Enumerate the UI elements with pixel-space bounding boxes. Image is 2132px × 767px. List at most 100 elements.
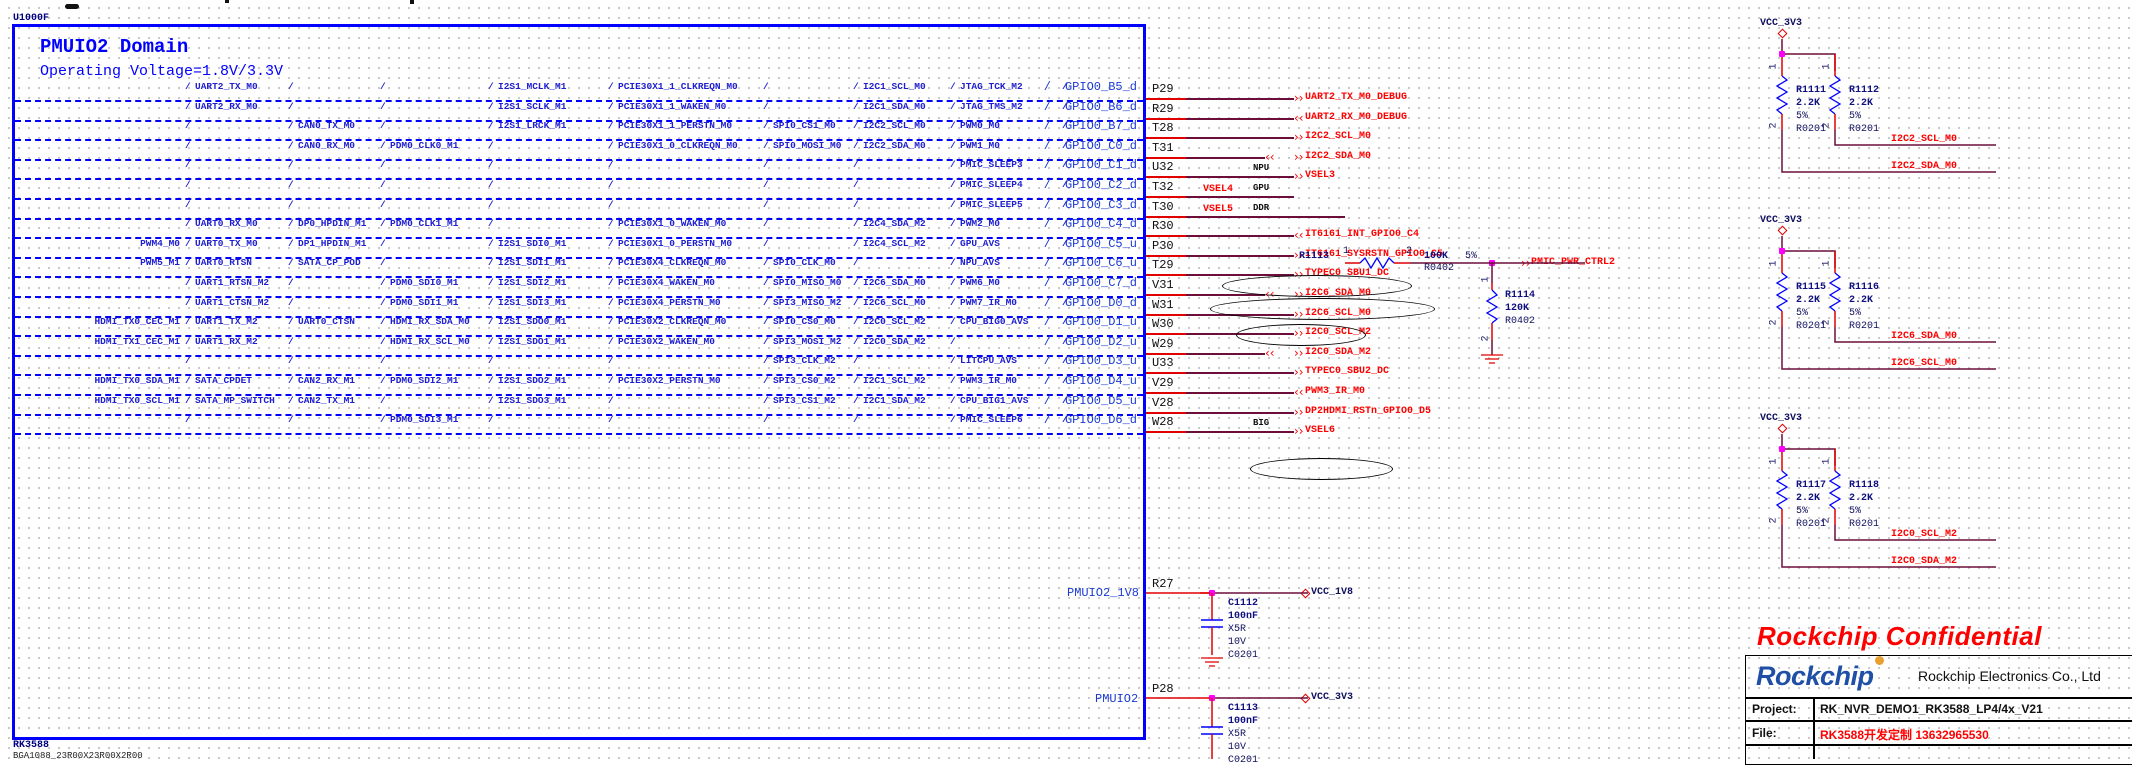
port-out-arrow-icon: ›› — [1294, 345, 1304, 360]
net-wire[interactable] — [1186, 431, 1294, 434]
pin-function: PCIE30X1_0_WAKEN_M0 — [618, 218, 727, 230]
resistor-package: R0201 — [1849, 519, 1880, 530]
resistor-package: R0201 — [1849, 321, 1880, 332]
pin-function: I2C1_SDA_M0 — [863, 100, 926, 112]
function-separator: / — [380, 375, 386, 386]
net-label[interactable]: IT6161_INT_GPIO0_C4 — [1305, 229, 1420, 241]
pin-stub — [1146, 274, 1186, 277]
net-wire[interactable] — [1186, 235, 1294, 238]
net-label[interactable]: VSEL6 — [1305, 425, 1336, 437]
function-separator: / — [853, 414, 859, 426]
net-wire[interactable] — [1186, 117, 1294, 120]
highlight-ellipse — [1236, 324, 1366, 346]
net-label[interactable]: TYPEC0_SBU1_DC — [1305, 268, 1390, 280]
net-label[interactable]: PWM3_IR_M0 — [1305, 386, 1366, 397]
power-net-label[interactable]: VCC_3V3 — [1760, 215, 1803, 226]
net-wire[interactable] — [1186, 156, 1265, 159]
pin-function: PWM7_IR_M0 — [960, 296, 1018, 308]
function-separator: / — [763, 296, 769, 308]
function-separator: / — [1043, 374, 1051, 388]
function-separator: / — [488, 296, 494, 308]
net-wire[interactable] — [1186, 411, 1294, 414]
function-separator: / — [1043, 197, 1051, 212]
net-wire[interactable] — [1186, 137, 1294, 140]
function-separator: / — [488, 218, 494, 230]
function-separator: / — [1062, 100, 1068, 112]
net-label[interactable]: PMIC_PWR_CTRL2 — [1531, 257, 1616, 268]
ball-number: W30 — [1152, 317, 1174, 332]
net-label[interactable]: I2C2_SDA_M0 — [1305, 150, 1372, 162]
net-label[interactable]: DP2HDMI_RSTn_GPIO0_D5 — [1305, 405, 1432, 417]
net-wire[interactable] — [1186, 254, 1294, 257]
pin-function: SATA_CPDET — [195, 375, 253, 386]
net-label[interactable]: I2C0_SDA_M2 — [1891, 556, 1958, 567]
net-wire[interactable] — [1186, 392, 1294, 394]
function-separator: / — [288, 375, 294, 386]
net-label[interactable]: I2C2_SDA_M0 — [1891, 161, 1958, 172]
net-wire[interactable] — [1186, 176, 1294, 179]
net-label[interactable]: I2C2_SCL_M0 — [1891, 134, 1958, 145]
function-separator: / — [950, 159, 956, 171]
pin-function: UART2_RX_M0 — [195, 100, 258, 112]
capacitor-voltage: 10V — [1228, 637, 1247, 648]
net-wire[interactable] — [1186, 196, 1294, 198]
function-separator: / — [763, 159, 769, 171]
function-separator: / — [288, 139, 294, 151]
pin-function: PWM4_M0 — [140, 237, 180, 249]
net-wire[interactable] — [1186, 274, 1294, 277]
gpio-pin-name: GPIO0_D5_u — [1064, 393, 1137, 408]
function-separator: / — [185, 179, 191, 190]
function-separator: / — [488, 394, 494, 406]
net-wire[interactable] — [1186, 294, 1265, 296]
net-label[interactable]: I2C0_SDA_M2 — [1305, 346, 1372, 358]
net-wire[interactable] — [1186, 215, 1345, 218]
net-label[interactable]: VSEL3 — [1305, 170, 1336, 182]
net-label[interactable]: UART2_RX_M0_DEBUG — [1305, 111, 1408, 123]
power-net-label[interactable]: VCC_1V8 — [1311, 587, 1354, 598]
resistor-tol: 5% — [1849, 506, 1862, 517]
function-separator: / — [608, 139, 614, 151]
net-label[interactable]: IT6161_SYSRSTN_GPIO0_C5 — [1305, 248, 1444, 260]
row-separator — [15, 139, 1143, 142]
function-separator: / — [1062, 296, 1068, 308]
function-separator: / — [288, 159, 294, 171]
gpio-pin-name: GPIO0_B5_d — [1064, 80, 1137, 94]
net-label[interactable]: I2C6_SCL_M0 — [1891, 358, 1958, 369]
pin-function: UART1_TX_M2 — [195, 316, 258, 328]
function-separator: / — [1062, 81, 1068, 92]
net-wire[interactable] — [1186, 352, 1265, 355]
function-separator: / — [185, 139, 191, 151]
net-label[interactable]: I2C2_SCL_M0 — [1305, 131, 1372, 143]
net-label[interactable]: UART2_TX_M0_DEBUG — [1305, 92, 1408, 103]
power-net-label[interactable]: VCC_3V3 — [1760, 413, 1803, 424]
net-wire[interactable] — [1186, 372, 1294, 375]
capacitor-package: C0201 — [1228, 755, 1259, 766]
net-label[interactable]: I2C0_SCL_M2 — [1891, 529, 1958, 540]
ball-number: U33 — [1152, 356, 1174, 371]
net-wire[interactable] — [1186, 98, 1294, 100]
chip-symbol-body[interactable] — [12, 24, 1146, 740]
power-net-label[interactable]: VCC_3V3 — [1760, 18, 1803, 29]
net-label[interactable]: TYPEC0_SBU2_DC — [1305, 366, 1390, 378]
row-separator — [15, 413, 1143, 416]
net-label[interactable]: I2C6_SDA_M0 — [1891, 331, 1958, 342]
power-net-label[interactable]: VCC_3V3 — [1311, 692, 1354, 703]
